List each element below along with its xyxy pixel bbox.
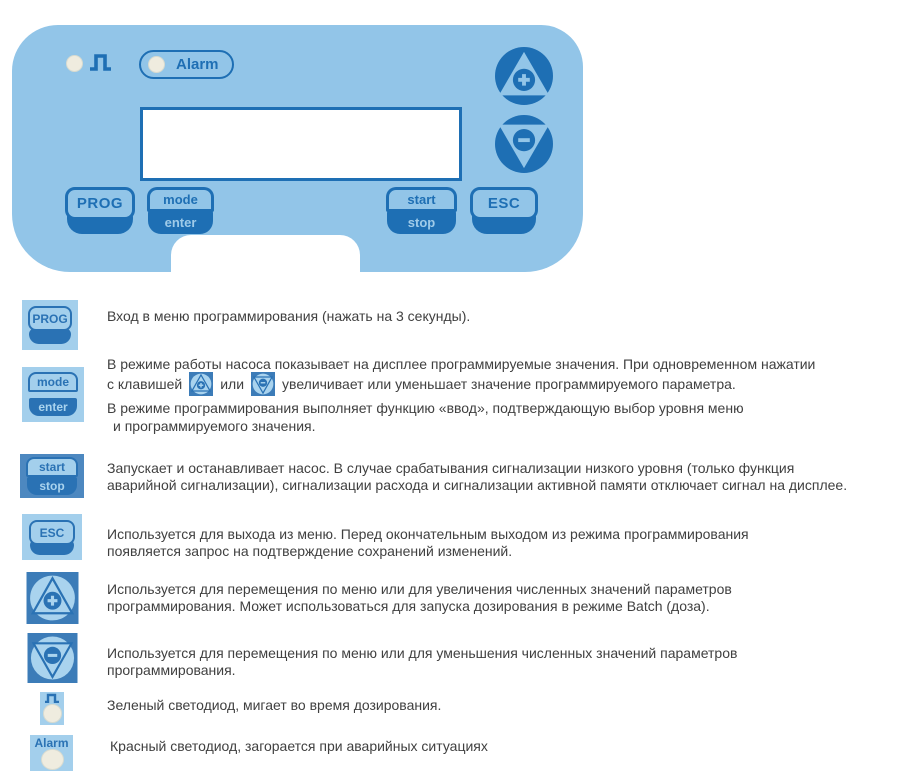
stop-label: stop <box>387 211 456 234</box>
pump-control-panel: Alarm PROG enter mode stop start ESC <box>12 25 583 272</box>
mode-enter-description-line2: с клавишей или увеличивает или уменьшает… <box>107 372 736 396</box>
alarm-label: Alarm <box>176 56 219 73</box>
esc-button[interactable]: ESC <box>470 187 538 234</box>
alarm-led <box>41 749 64 770</box>
plus-button[interactable] <box>495 47 553 105</box>
plus-key-inline-icon <box>189 372 214 396</box>
mode-enter-description-line1: В режиме работы насоса показывает на дис… <box>107 356 816 372</box>
green-led <box>66 55 83 72</box>
mode-enter-description-line4: и программируемого значения. <box>113 418 316 434</box>
mode-enter-key-illustration: enter mode <box>22 367 84 422</box>
green-led-illustration <box>40 692 64 725</box>
minus-button[interactable] <box>495 115 553 173</box>
mode-label: mode <box>147 187 214 212</box>
prog-key-illustration: PROG <box>22 300 78 350</box>
alarm-led-illustration: Alarm <box>30 735 73 771</box>
pulse-icon <box>90 54 111 71</box>
minus-key-inline-icon <box>251 372 276 396</box>
esc-description-line2: появляется запрос на подтверждение сохра… <box>107 543 513 559</box>
prog-button-label: PROG <box>65 187 135 220</box>
minus-description-line1: Используется для перемещения по меню или… <box>107 645 738 661</box>
line2-mid: или <box>220 376 245 392</box>
green-led <box>43 704 62 723</box>
start-label: start <box>386 187 457 212</box>
minus-description-line2: программирования. <box>107 662 236 678</box>
start-stop-description-line1: Запускает и останавливает насос. В случа… <box>107 460 795 476</box>
green-led-description: Зеленый светодиод, мигает во время дозир… <box>107 697 442 713</box>
start-stop-key-illustration: stop start <box>20 454 84 498</box>
line2-post: увеличивает или уменьшает значение прогр… <box>282 376 736 392</box>
plus-icon <box>495 47 553 105</box>
alarm-led-description: Красный светодиод, загорается при аварий… <box>110 738 488 754</box>
esc-button-label: ESC <box>470 187 538 220</box>
start-stop-description-line2: аварийной сигнализации), сигнализации ра… <box>107 477 848 493</box>
lcd-display <box>140 107 462 181</box>
esc-key-illustration: ESC <box>22 514 82 560</box>
plus-key-illustration <box>24 572 81 624</box>
pulse-icon <box>45 693 59 703</box>
panel-notch <box>171 235 360 272</box>
plus-description-line1: Используется для перемещения по меню или… <box>107 581 732 597</box>
prog-description: Вход в меню программирования (нажать на … <box>107 308 471 324</box>
minus-key-illustration <box>24 633 81 683</box>
alarm-led <box>148 56 165 73</box>
minus-icon <box>495 115 553 173</box>
alarm-label: Alarm <box>34 736 69 750</box>
enter-label: enter <box>148 211 213 234</box>
mode-enter-button[interactable]: enter mode <box>147 187 214 234</box>
alarm-indicator: Alarm <box>139 50 234 79</box>
plus-icon <box>26 572 79 624</box>
line2-pre: с клавишей <box>107 376 183 392</box>
minus-icon <box>27 633 78 683</box>
mode-enter-description-line3: В режиме программирования выполняет функ… <box>107 400 744 416</box>
start-stop-button[interactable]: stop start <box>386 187 457 234</box>
esc-description-line1: Используется для выхода из меню. Перед о… <box>107 526 749 542</box>
plus-description-line2: программирования. Может использоваться д… <box>107 598 710 614</box>
prog-button[interactable]: PROG <box>65 187 135 234</box>
